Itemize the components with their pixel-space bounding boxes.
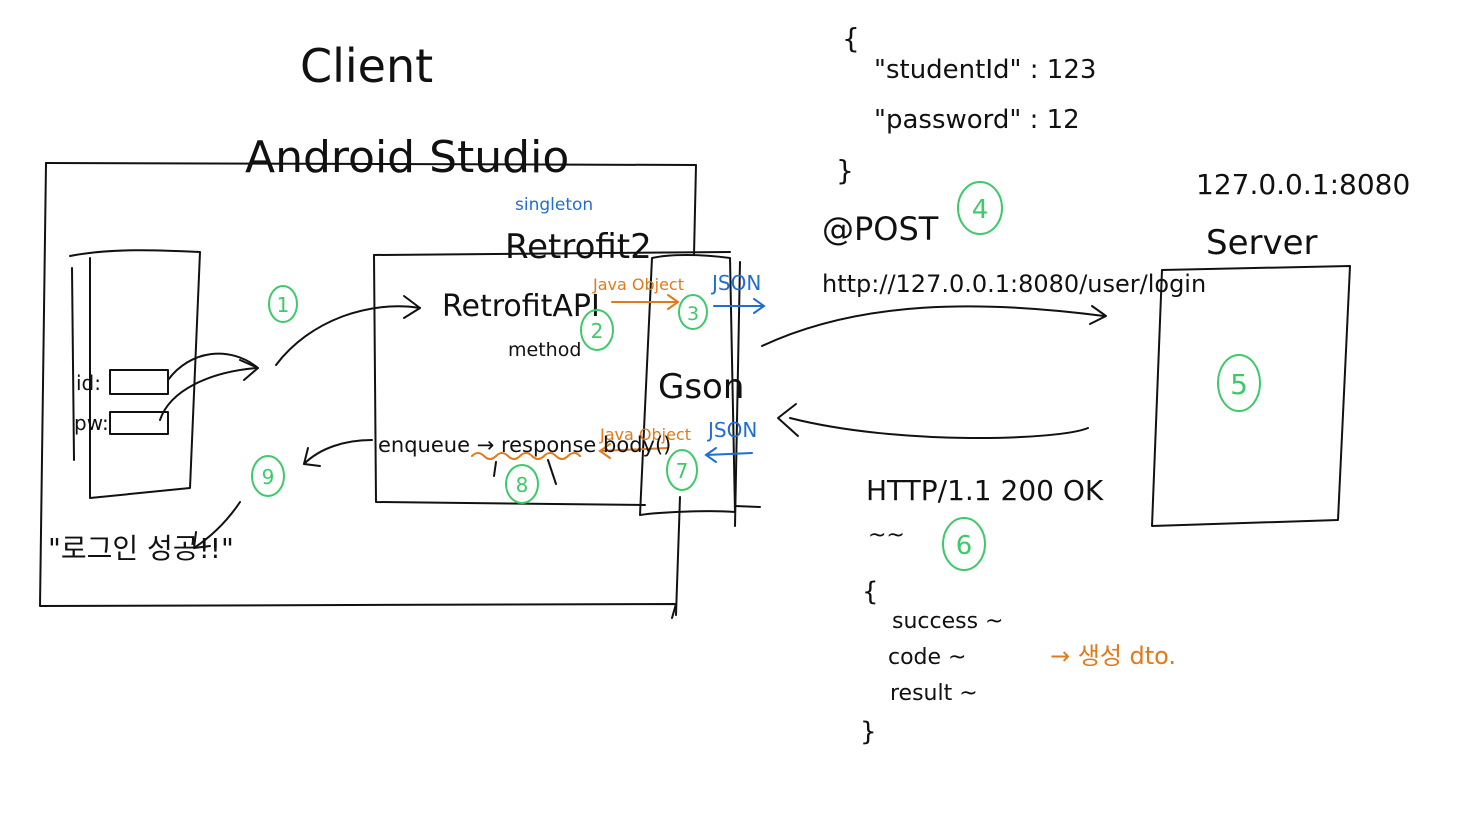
arrow-head-inputs <box>239 359 259 381</box>
request-student-line: "studentId" : 123 <box>874 55 1096 85</box>
step-4-label: 4 <box>972 195 989 225</box>
server-address: 127.0.0.1:8080 <box>1196 168 1410 201</box>
step-7-circle <box>666 449 698 491</box>
phone-edge <box>71 267 75 461</box>
step-9-label: 9 <box>262 465 275 489</box>
arrow-head-retrofit-api <box>403 295 421 319</box>
retrofit-box <box>373 254 646 506</box>
server-label: Server <box>1206 223 1318 263</box>
arrow-head-response <box>777 403 799 437</box>
json-bottom-label: JSON <box>706 418 757 442</box>
android-studio-box <box>39 162 677 619</box>
phone-frame <box>69 249 201 499</box>
request-method: @POST <box>822 210 939 248</box>
arrow-to-success <box>193 501 241 549</box>
response-field-success: success ~ <box>892 609 1003 634</box>
step-6-label: 6 <box>956 531 973 561</box>
server-box <box>1151 265 1351 527</box>
arrow-id-to-api <box>167 352 259 381</box>
request-body-open: { <box>842 22 860 55</box>
response-tilde: ~~ <box>868 523 905 548</box>
step-1-circle <box>268 285 298 323</box>
json-top-label: JSON <box>710 271 761 295</box>
arrow-request-to-server <box>761 305 1105 347</box>
arrow-head-success <box>193 531 211 549</box>
request-url: http://127.0.0.1:8080/user/login <box>822 270 1206 298</box>
step-5-circle <box>1217 354 1261 412</box>
gson-stem <box>675 496 681 616</box>
arrow-to-java-object <box>598 443 669 459</box>
response-field-result: result ~ <box>890 681 978 706</box>
pw-input-box <box>109 411 169 435</box>
gson-label: Gson <box>658 367 744 407</box>
step-6-circle <box>942 517 986 571</box>
step-3-circle <box>678 294 708 330</box>
method-label: method <box>508 339 581 361</box>
arrow-response-to-client <box>789 417 1089 439</box>
retrofit-box-right-stub <box>734 505 761 508</box>
step-8-circle <box>505 464 539 504</box>
client-title: Client <box>300 39 433 93</box>
step-1-label: 1 <box>277 293 290 317</box>
arrow-json-in <box>704 447 753 463</box>
singleton-label: singleton <box>515 195 593 215</box>
java-object-top-label: Java Object <box>592 275 684 294</box>
response-body-underline <box>471 452 581 460</box>
response-status: HTTP/1.1 200 OK <box>866 474 1104 507</box>
id-input-box <box>109 369 169 395</box>
client-subtitle: Android Studio <box>245 132 569 183</box>
step-7-label: 7 <box>676 459 689 483</box>
arrow-json-out <box>713 298 766 314</box>
step-3-label: 3 <box>687 303 699 325</box>
arrow-head-server <box>1089 305 1107 325</box>
step-5-label: 5 <box>1230 368 1248 401</box>
step-8-label: 8 <box>516 473 529 497</box>
arrow-to-step-9 <box>303 439 373 465</box>
response-body-open: { <box>862 577 879 607</box>
retrofit-title: Retrofit2 <box>505 227 652 267</box>
request-body-close: } <box>836 154 854 187</box>
retrofit-box-top <box>373 251 731 256</box>
arrow-pw-to-api <box>159 367 257 421</box>
id-label: id: <box>76 371 101 395</box>
arrow-java-to-gson <box>611 294 680 310</box>
request-password-line: "password" : 12 <box>874 105 1080 135</box>
response-field-code: code ~ <box>888 645 966 670</box>
pw-label: pw: <box>74 411 109 435</box>
arrow-head-step-9 <box>303 447 321 467</box>
response-body-close: } <box>860 717 877 747</box>
response-body-ticks <box>493 459 557 485</box>
step-2-label: 2 <box>591 319 604 343</box>
dto-note: → 생성 dto. <box>1050 642 1176 670</box>
arrow-to-retrofit-api <box>275 305 421 366</box>
retrofit-api-label: RetrofitAPI <box>442 289 600 324</box>
success-message: "로그인 성공!!" <box>48 532 234 565</box>
java-object-bottom-label: Java Object <box>599 425 691 444</box>
step-9-circle <box>251 455 285 497</box>
android-studio-box-top <box>45 162 697 256</box>
step-4-circle <box>957 181 1003 235</box>
step-2-circle <box>580 309 614 351</box>
